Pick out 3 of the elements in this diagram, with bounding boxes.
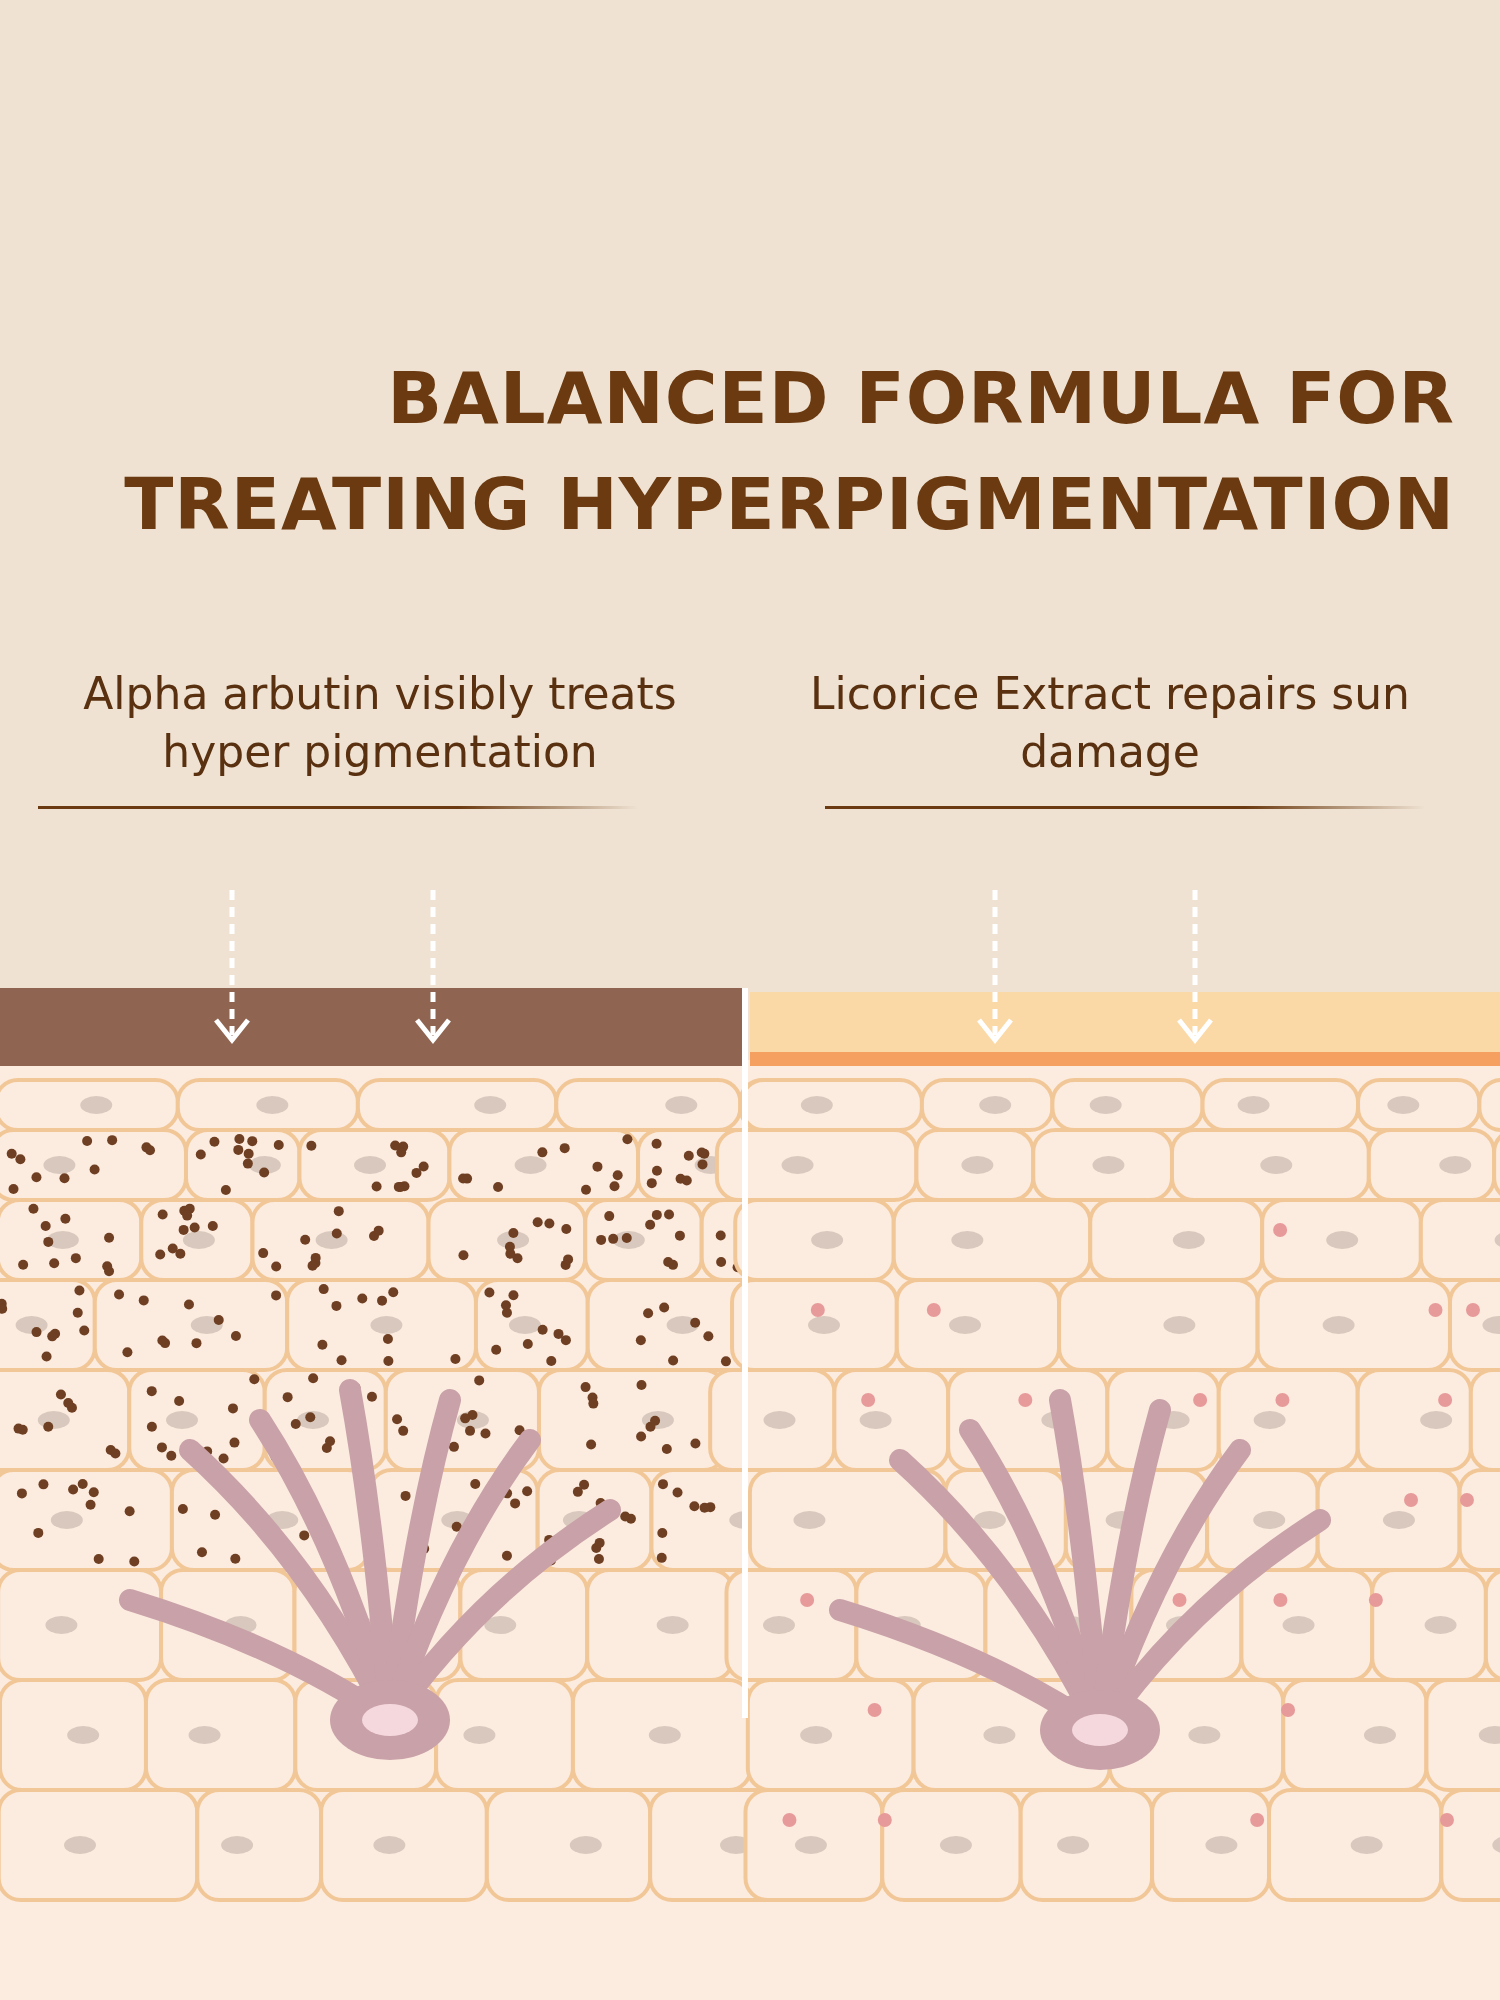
- title: BALANCED FORMULA FOR TREATING HYPERPIGMENTATION: [123, 355, 1455, 548]
- ingredient-caption: Alpha arbutin visibly treats hyper pigmentation: [82, 667, 678, 779]
- ingredient-caption: Licorice Extract repairs sun damage: [809, 667, 1411, 779]
